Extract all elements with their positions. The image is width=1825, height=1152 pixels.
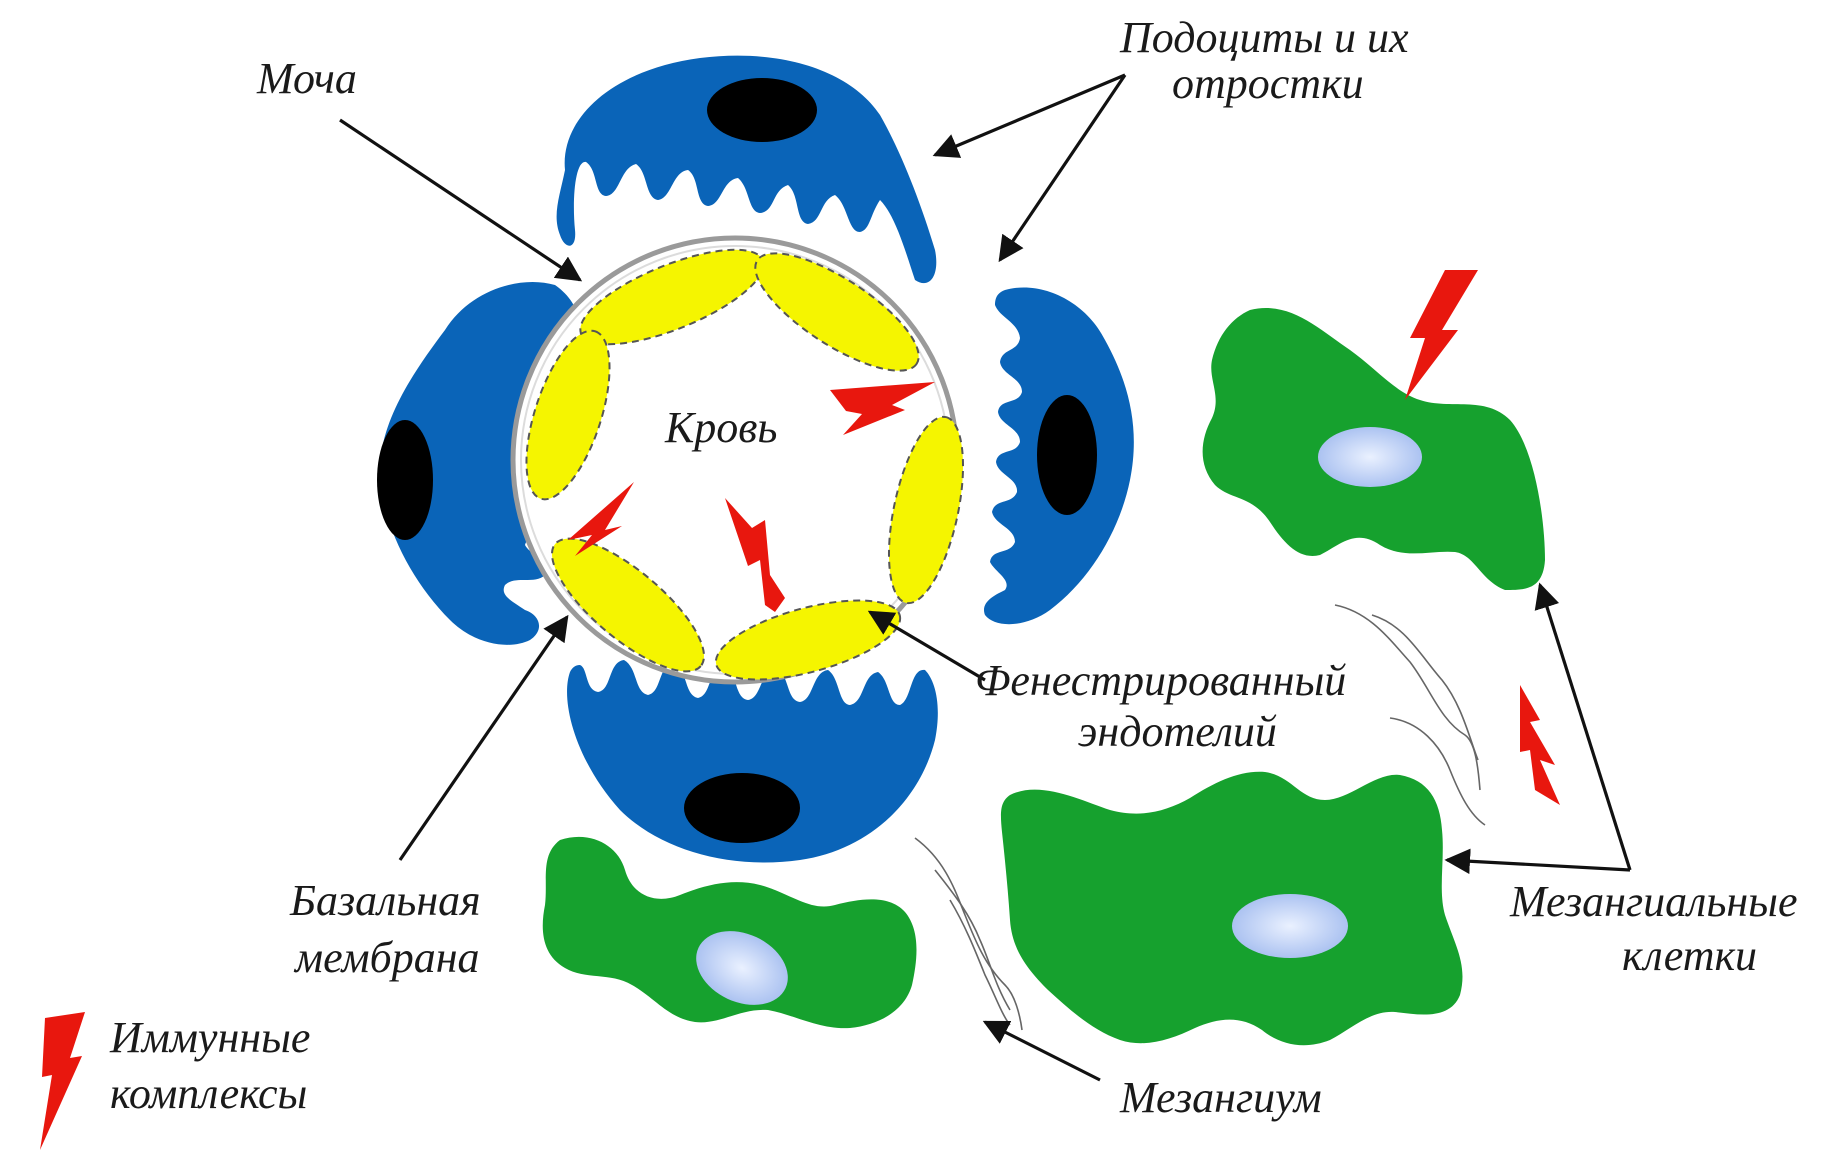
endothelium-label: Фенестрированный xyxy=(975,656,1346,705)
endothelium-label-2: эндотелий xyxy=(1078,707,1277,756)
endothelium-arrow xyxy=(870,612,985,680)
podocyte-nucleus xyxy=(684,773,800,843)
immune-complex-legend-icon xyxy=(40,1012,85,1150)
urine-label: Моча xyxy=(256,54,357,103)
mesangial-cells-label-2: клетки xyxy=(1622,931,1757,980)
immune-complex xyxy=(1520,685,1560,805)
urine-arrow xyxy=(340,120,580,280)
immune-complexes-label-2: комплексы xyxy=(110,1069,307,1118)
podocyte-right xyxy=(984,287,1134,624)
podocyte-nucleus xyxy=(1037,395,1097,515)
podocyte-bottom xyxy=(567,660,938,863)
basement-membrane-arrow xyxy=(400,617,567,860)
podocytes-label: Подоциты и их xyxy=(1119,13,1409,62)
blood-label: Кровь xyxy=(664,403,777,452)
mesangial-cell-bottom xyxy=(543,837,917,1028)
immune-complexes-label: Иммунные xyxy=(109,1013,310,1062)
basement-membrane-label-2: мембрана xyxy=(293,933,480,982)
mesangial-cells-arrow xyxy=(1540,585,1630,870)
mesangial-cell-right xyxy=(1001,772,1463,1045)
mesangial-cell-upper xyxy=(1203,308,1545,590)
mesangium-arrow xyxy=(985,1022,1100,1080)
mesangial-nucleus xyxy=(1318,427,1422,487)
basement-membrane-label: Базальная xyxy=(289,876,481,925)
mesangial-nucleus xyxy=(1232,894,1348,958)
podocyte-nucleus xyxy=(377,420,433,540)
mesangial-cells-label: Мезангиальные xyxy=(1509,877,1798,926)
mesangial-cells-arrow xyxy=(1447,860,1630,870)
immune-complex xyxy=(1405,270,1478,400)
mesangium-label: Мезангиум xyxy=(1119,1073,1322,1122)
podocytes-label-2: отростки xyxy=(1172,59,1364,108)
podocyte-nucleus xyxy=(707,78,817,142)
